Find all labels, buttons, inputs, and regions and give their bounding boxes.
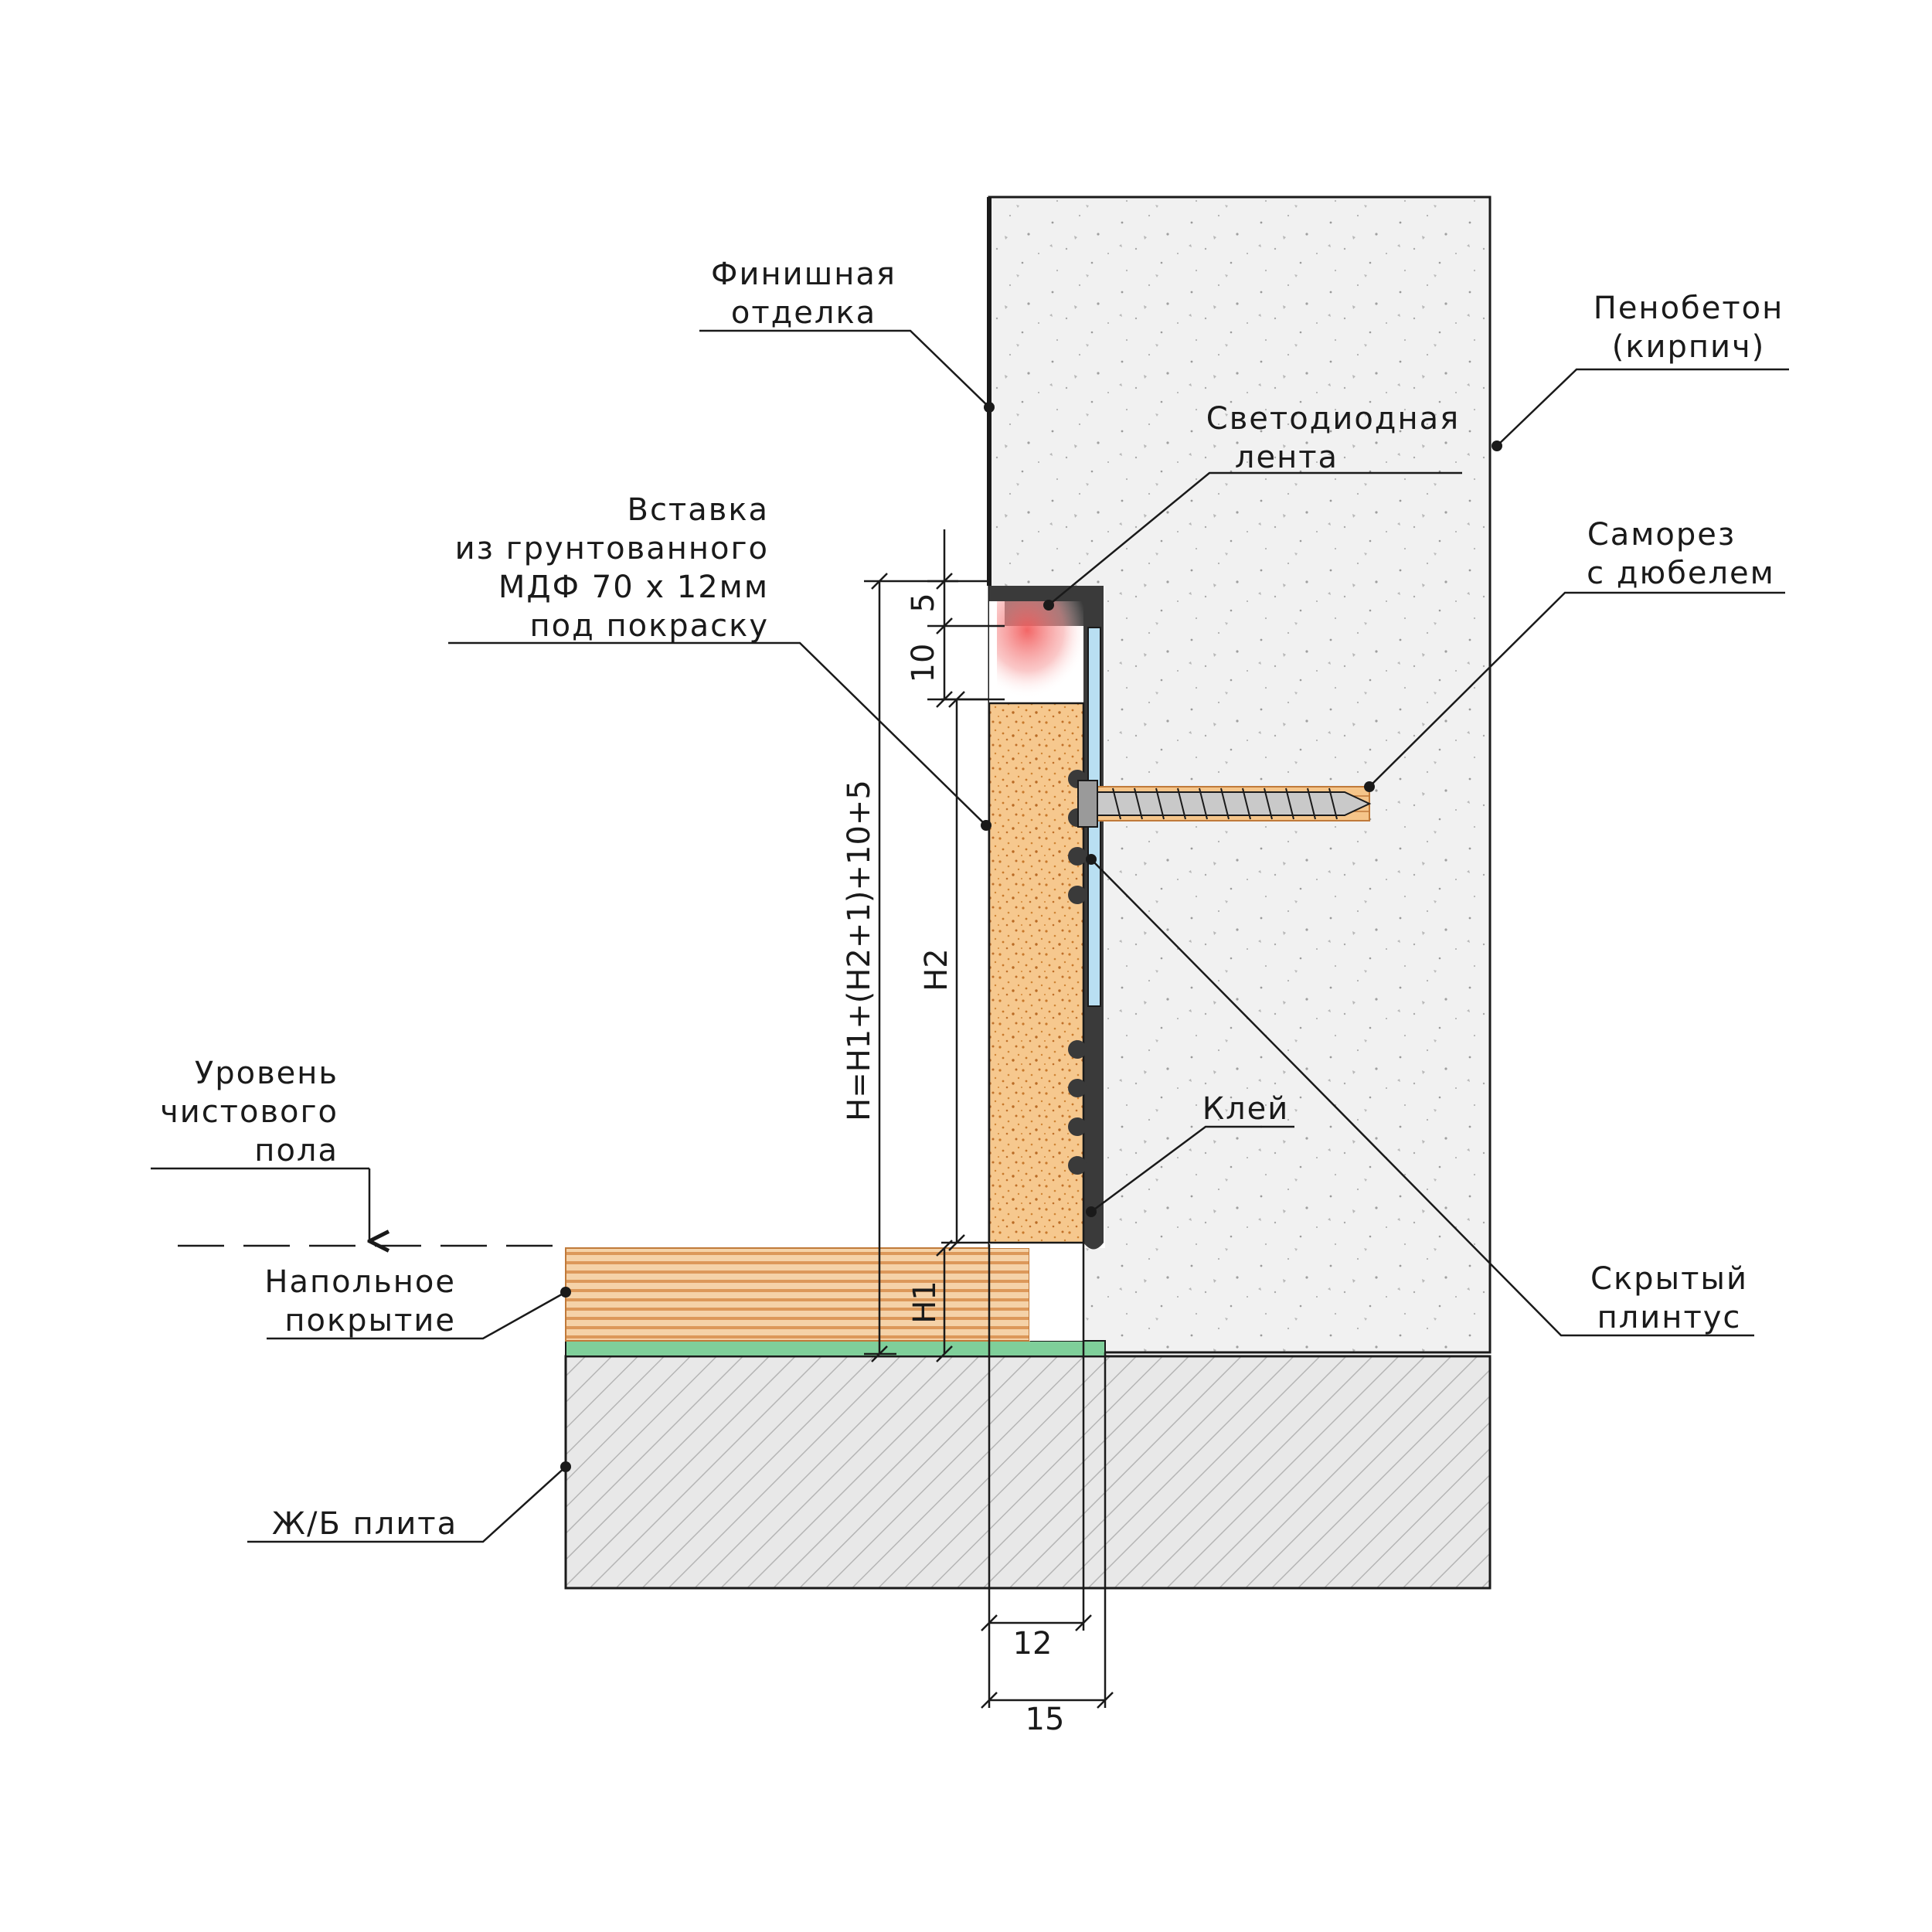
label-finish-line2: отделка: [731, 295, 876, 331]
dim-h2: H2: [919, 948, 954, 992]
dimension-lines: [864, 529, 1114, 1709]
label-insert-line2: из грунтованного: [455, 531, 769, 566]
floor-covering: [565, 1247, 1030, 1342]
label-insert-line4: под покраску: [529, 608, 769, 644]
dim-gap-10: 10: [906, 644, 941, 683]
label-insert-line1: Вставка: [628, 492, 770, 528]
label-covering-line2: покрытие: [284, 1303, 456, 1338]
label-plinth-line1: Скрытый: [1590, 1261, 1748, 1297]
label-floor-level-line3: пола: [254, 1133, 338, 1168]
mdf-insert: [988, 702, 1085, 1244]
label-insert-line3: МДФ 70 х 12мм: [498, 570, 769, 605]
label-screw-line1: Саморез: [1587, 517, 1736, 553]
label-covering-line1: Напольное: [264, 1264, 456, 1300]
concrete-slab: [564, 1355, 1492, 1590]
underlay-layer: [565, 1340, 1106, 1357]
dim-top-5: 5: [906, 593, 941, 612]
label-floor-level-line1: Уровень: [195, 1056, 338, 1091]
screw-with-dowel: [1077, 780, 1372, 828]
label-wall-line1: Пенобетон: [1594, 291, 1784, 326]
label-slab: Ж/Б плита: [272, 1506, 457, 1542]
label-wall-line2: (кирпич): [1612, 329, 1766, 365]
dim-h1: H1: [907, 1281, 943, 1324]
label-glue: Клей: [1202, 1091, 1290, 1127]
leader-lines: [247, 329, 1789, 1543]
label-floor-level-line2: чистового: [160, 1094, 338, 1130]
dim-width-12: 12: [1013, 1626, 1053, 1662]
led-glow: [997, 601, 1083, 698]
floor-gap: [1029, 1248, 1083, 1341]
label-plinth-line2: плинтус: [1597, 1300, 1742, 1335]
label-finish-line1: Финишная: [711, 257, 896, 292]
label-screw-line2: с дюбелем: [1587, 556, 1775, 591]
dim-width-15: 15: [1026, 1702, 1065, 1737]
label-led-line2: лента: [1235, 440, 1338, 475]
dim-total-formula: H=H1+(H2+1)+10+5: [842, 780, 877, 1121]
label-led-line1: Светодиодная: [1206, 401, 1460, 437]
leader-dots: [560, 402, 1502, 1472]
